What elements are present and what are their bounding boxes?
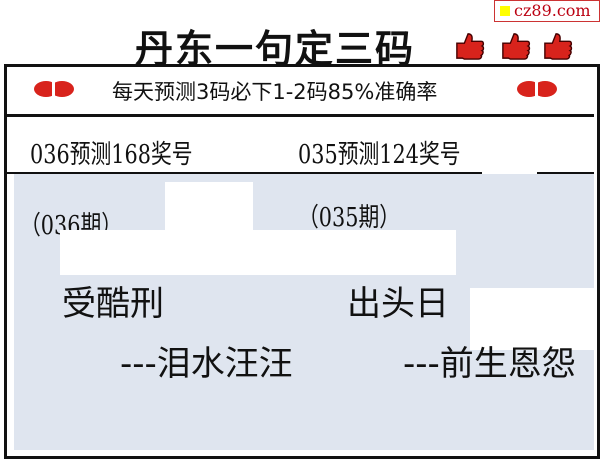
watermark-text: cz89.com <box>514 1 591 20</box>
right-answer: ---前生恩怨 <box>403 344 576 384</box>
thumbs-up-icon <box>544 33 573 60</box>
content-frame <box>4 64 600 459</box>
thumbs-up-icon <box>456 33 485 60</box>
mask-block <box>60 230 456 275</box>
mask-block <box>165 182 253 234</box>
left-prediction: 036预测168奖号 <box>30 140 193 170</box>
slogan-text: 每天预测3码必下1-2码85%准确率 <box>112 80 438 104</box>
watermark-badge: cz89.com <box>494 0 600 22</box>
prediction-row <box>4 117 594 174</box>
right-riddle: 出头日 <box>347 284 449 324</box>
left-riddle: 受酷刑 <box>62 284 164 324</box>
lottery-logo-icon <box>517 80 557 98</box>
slogan-row <box>4 64 594 117</box>
right-prediction: 035预测124奖号 <box>298 140 461 170</box>
right-period: （035期） <box>298 203 401 233</box>
left-answer: ---泪水汪汪 <box>120 344 293 384</box>
page-title: 丹东一句定三码 <box>135 26 416 71</box>
mask-block <box>470 288 594 350</box>
lottery-logo-icon <box>34 80 74 98</box>
thumbs-up-icon <box>502 33 531 60</box>
